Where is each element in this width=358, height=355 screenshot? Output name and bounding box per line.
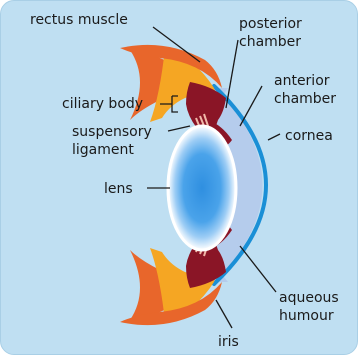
label-lens: lens [104, 181, 133, 197]
leader-iris [216, 300, 232, 328]
label-anterior-chamber-line2: chamber [274, 91, 336, 107]
leader-anterior-chamber [240, 86, 262, 126]
leader-cornea [268, 134, 280, 140]
label-aqueous-humour: aqueous humour [279, 290, 343, 324]
label-aqueous-humour-line2: humour [279, 308, 334, 324]
label-posterior-chamber-line2: chamber [239, 34, 301, 50]
label-posterior-chamber-line1: posterior [239, 16, 302, 32]
label-aqueous-humour-line1: aqueous [279, 290, 339, 306]
label-suspensory-ligament: suspensory ligament [72, 124, 156, 158]
label-posterior-chamber: posterior chamber [239, 16, 306, 50]
label-suspensory-ligament-line2: ligament [72, 142, 134, 158]
label-suspensory-ligament-line1: suspensory [72, 124, 152, 140]
label-anterior-chamber: anterior chamber [274, 73, 336, 107]
leader-suspensory-ligament [168, 126, 190, 131]
label-ciliary-body: ciliary body [62, 96, 143, 112]
label-rectus-muscle: rectus muscle [30, 12, 128, 28]
label-iris: iris [218, 334, 239, 350]
label-anterior-chamber-line1: anterior [274, 73, 330, 89]
label-cornea: cornea [285, 128, 333, 144]
leader-posterior-chamber [226, 40, 238, 108]
leader-aqueous-humour [240, 246, 276, 292]
lens [168, 126, 236, 250]
